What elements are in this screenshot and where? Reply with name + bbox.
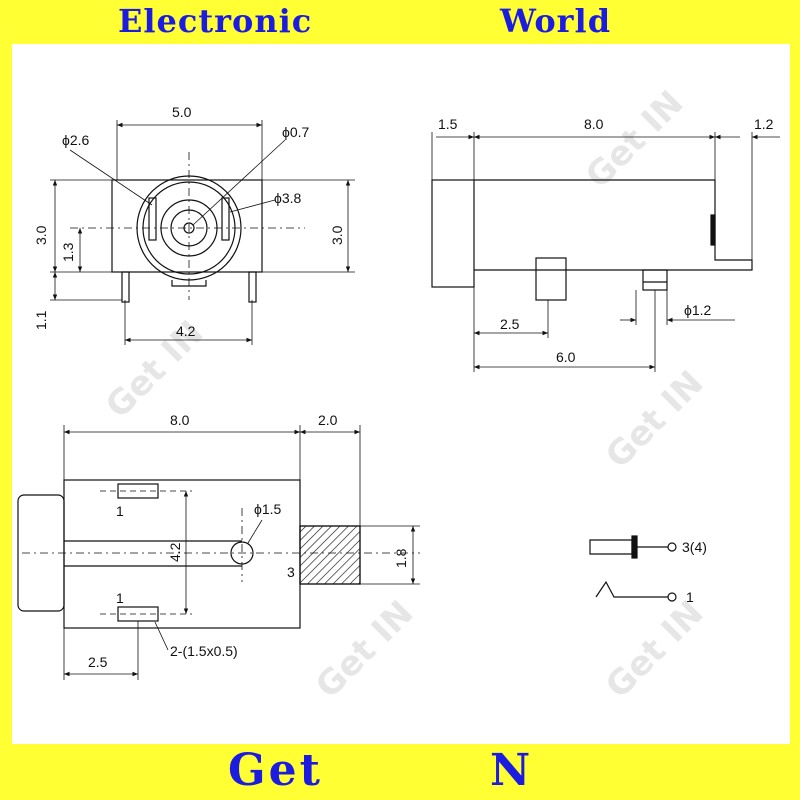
dim-leg: 1.1 [33,310,49,330]
schematic-terminal-tip [667,542,677,552]
header-brand-world: World [500,2,612,40]
front-leg-left [121,271,130,303]
bottom-slot-top [117,483,159,499]
schematic [589,535,677,602]
bottom-hatched-tab [299,525,361,585]
dim-height-right: 3.0 [329,225,345,245]
dim-front-lip: 1.5 [438,116,458,132]
bottom-view [17,425,420,680]
dim-hole-dia: ϕ1.5 [254,501,282,517]
side-body [474,179,753,271]
dim-tab-height: 1.8 [393,548,409,568]
dim-height-left: 3.0 [33,225,49,245]
schematic-terminal-switch [667,592,677,602]
pin-label-top: 1 [116,503,124,519]
dim-body-dia: ϕ3.8 [274,190,302,206]
dim-pin-dia: ϕ1.2 [684,302,712,318]
front-body [111,179,263,273]
schematic-switch [595,580,668,598]
drawing-panel [12,44,790,744]
dim-tab: 2.0 [318,412,338,428]
side-view [431,132,780,372]
side-pin-left [535,257,567,301]
dim-length: 8.0 [170,412,190,428]
dim-hole-outer: ϕ2.6 [62,132,90,148]
watermark-text: Get IN [308,593,421,706]
footer-brand-n: N [490,745,532,796]
footer-banner [0,748,800,800]
footer-brand-get: Get [228,745,323,796]
dim-pin-span: 4.2 [176,323,196,339]
schematic-switch-label: 1 [686,589,694,605]
front-view [50,120,355,345]
dim-slot-span: 4.2 [167,542,183,562]
pin-label-side: 3 [287,564,295,580]
schematic-labels: 3(4) 1 [682,539,707,605]
header-brand-electronic: Electronic [118,2,313,40]
dim-tail: 1.2 [754,116,774,132]
dim-slot-spec: 2-(1.5x0.5) [170,643,238,659]
side-front-cap [431,179,475,288]
dim-offset: 2.5 [88,654,108,670]
front-view-labels: 5.0 ϕ2.6 ϕ0.7 ϕ3.8 3.0 1.3 1.1 3.0 4.2 [33,104,345,339]
side-pin-right [642,269,668,291]
dim-length: 8.0 [584,116,604,132]
watermark-text: Get IN [578,83,691,196]
dim-pin-span: 6.0 [556,349,576,365]
watermark-text: Get IN [598,363,711,476]
dim-pin-hole: ϕ0.7 [282,124,310,140]
schematic-plug [589,539,633,555]
side-view-labels: 1.5 8.0 1.2 2.5 ϕ1.2 6.0 [438,116,774,365]
schematic-tip-label: 3(4) [682,539,707,555]
front-leg-right [248,271,257,303]
watermark-text: Get IN [598,593,711,706]
dim-center-height: 1.3 [60,242,76,262]
pin-label-bottom: 1 [116,590,124,606]
dim-pin-offset: 2.5 [500,316,520,332]
dim-width: 5.0 [172,104,192,120]
bottom-view-labels: 8.0 2.0 ϕ1.5 4.2 1.8 1 1 3 2.5 2-(1.5x0.… [88,412,409,670]
